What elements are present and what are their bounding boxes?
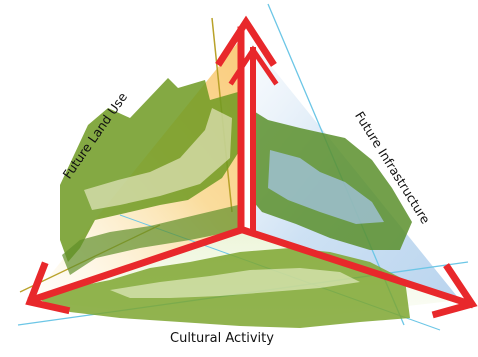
land-use-shape-dark	[62, 205, 240, 275]
label-cultural-activity: Cultural Activity	[170, 331, 274, 346]
arrow-up	[215, 15, 279, 234]
cultural-highlight	[110, 268, 360, 298]
arrow-left	[25, 225, 246, 315]
land-use-shape	[60, 78, 240, 262]
land-use-highlight	[84, 108, 232, 210]
infrastructure-highlight	[268, 150, 384, 224]
arrow-right	[238, 225, 478, 319]
